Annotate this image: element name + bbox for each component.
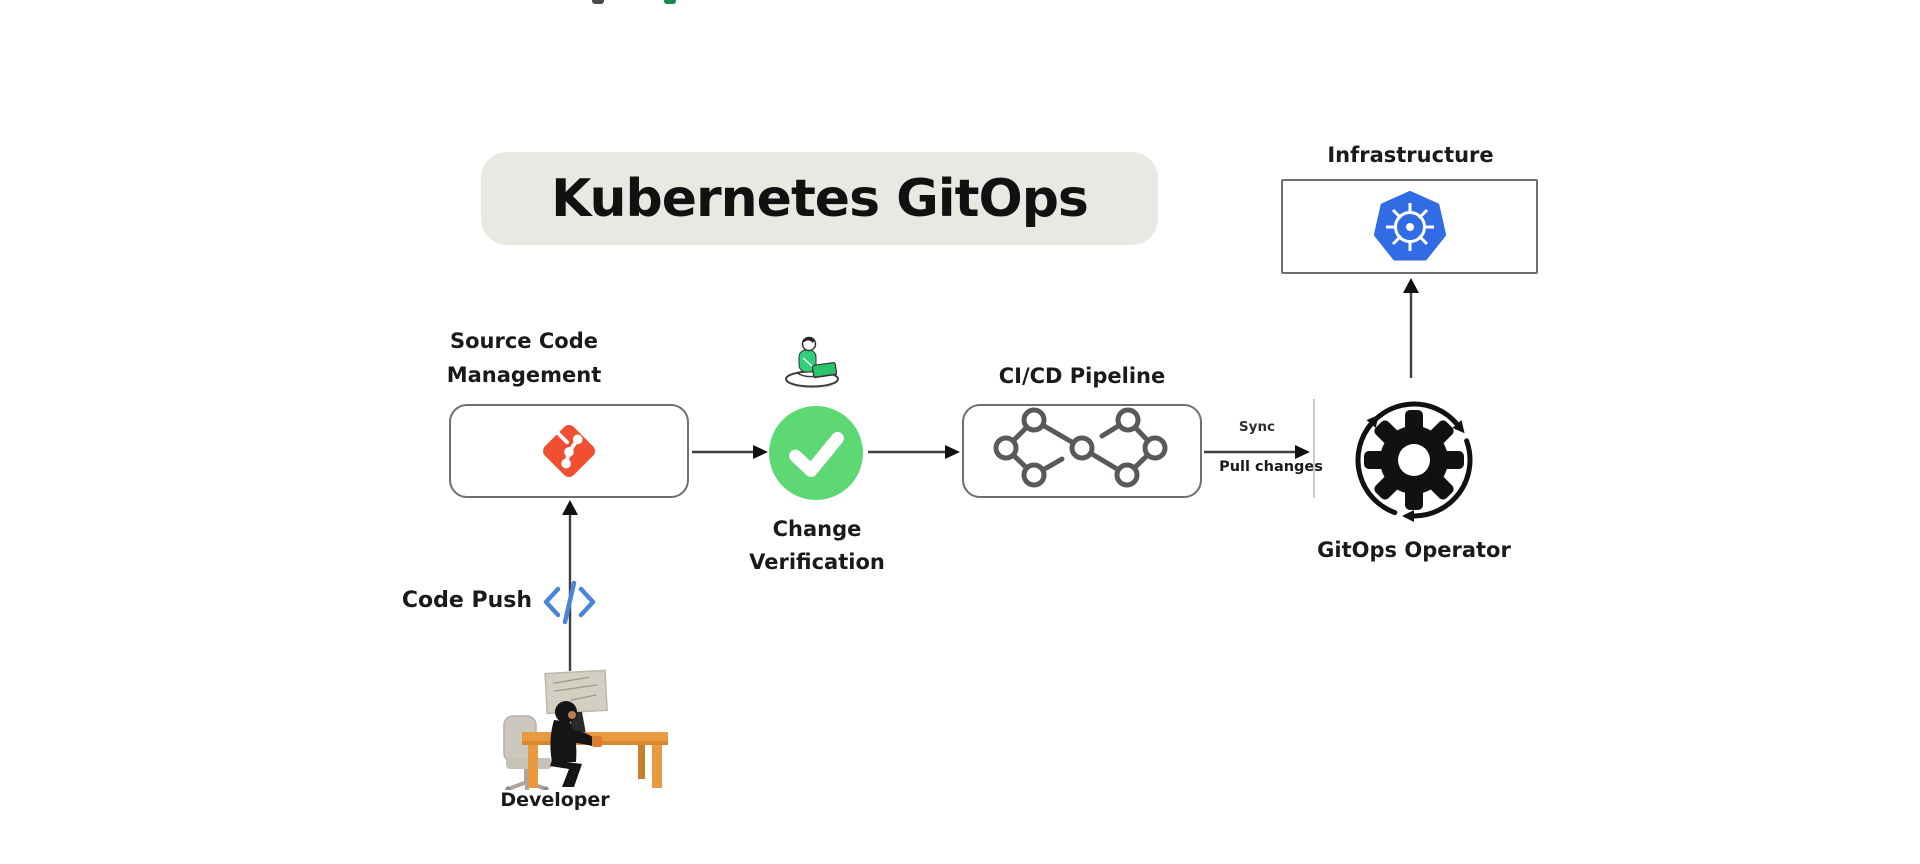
cropped-artifact — [664, 0, 676, 4]
code-push-label: Code Push — [401, 588, 532, 613]
kubernetes-icon — [1373, 190, 1446, 260]
gear-cycle-icon — [1355, 401, 1473, 522]
diagram-title-pill: Kubernetes GitOps — [481, 152, 1158, 245]
person-laptop-illustration — [785, 336, 839, 389]
infinity-pipeline-icon — [993, 407, 1168, 488]
infrastructure-node — [1281, 179, 1538, 274]
scm-node — [449, 404, 689, 498]
scm-label: Source Code Management — [446, 329, 602, 387]
developer-at-desk-illustration — [503, 669, 668, 790]
check-icon — [789, 431, 844, 477]
cicd-node — [962, 404, 1202, 498]
git-icon — [543, 425, 595, 477]
diagram-title: Kubernetes GitOps — [551, 168, 1089, 229]
change-verification-node — [769, 406, 863, 500]
pull-changes-label: Pull changes — [1219, 459, 1323, 475]
sync-label: Sync — [1238, 419, 1276, 435]
code-brackets-icon — [543, 580, 596, 625]
cicd-label: CI/CD Pipeline — [998, 364, 1166, 388]
cropped-artifact — [592, 0, 604, 4]
gitops-operator-label: GitOps Operator — [1317, 538, 1511, 562]
change-verification-label: Change Verification — [749, 517, 885, 574]
divider-line — [1313, 399, 1315, 498]
infrastructure-label: Infrastructure — [1327, 143, 1494, 167]
developer-label: Developer — [500, 789, 610, 811]
